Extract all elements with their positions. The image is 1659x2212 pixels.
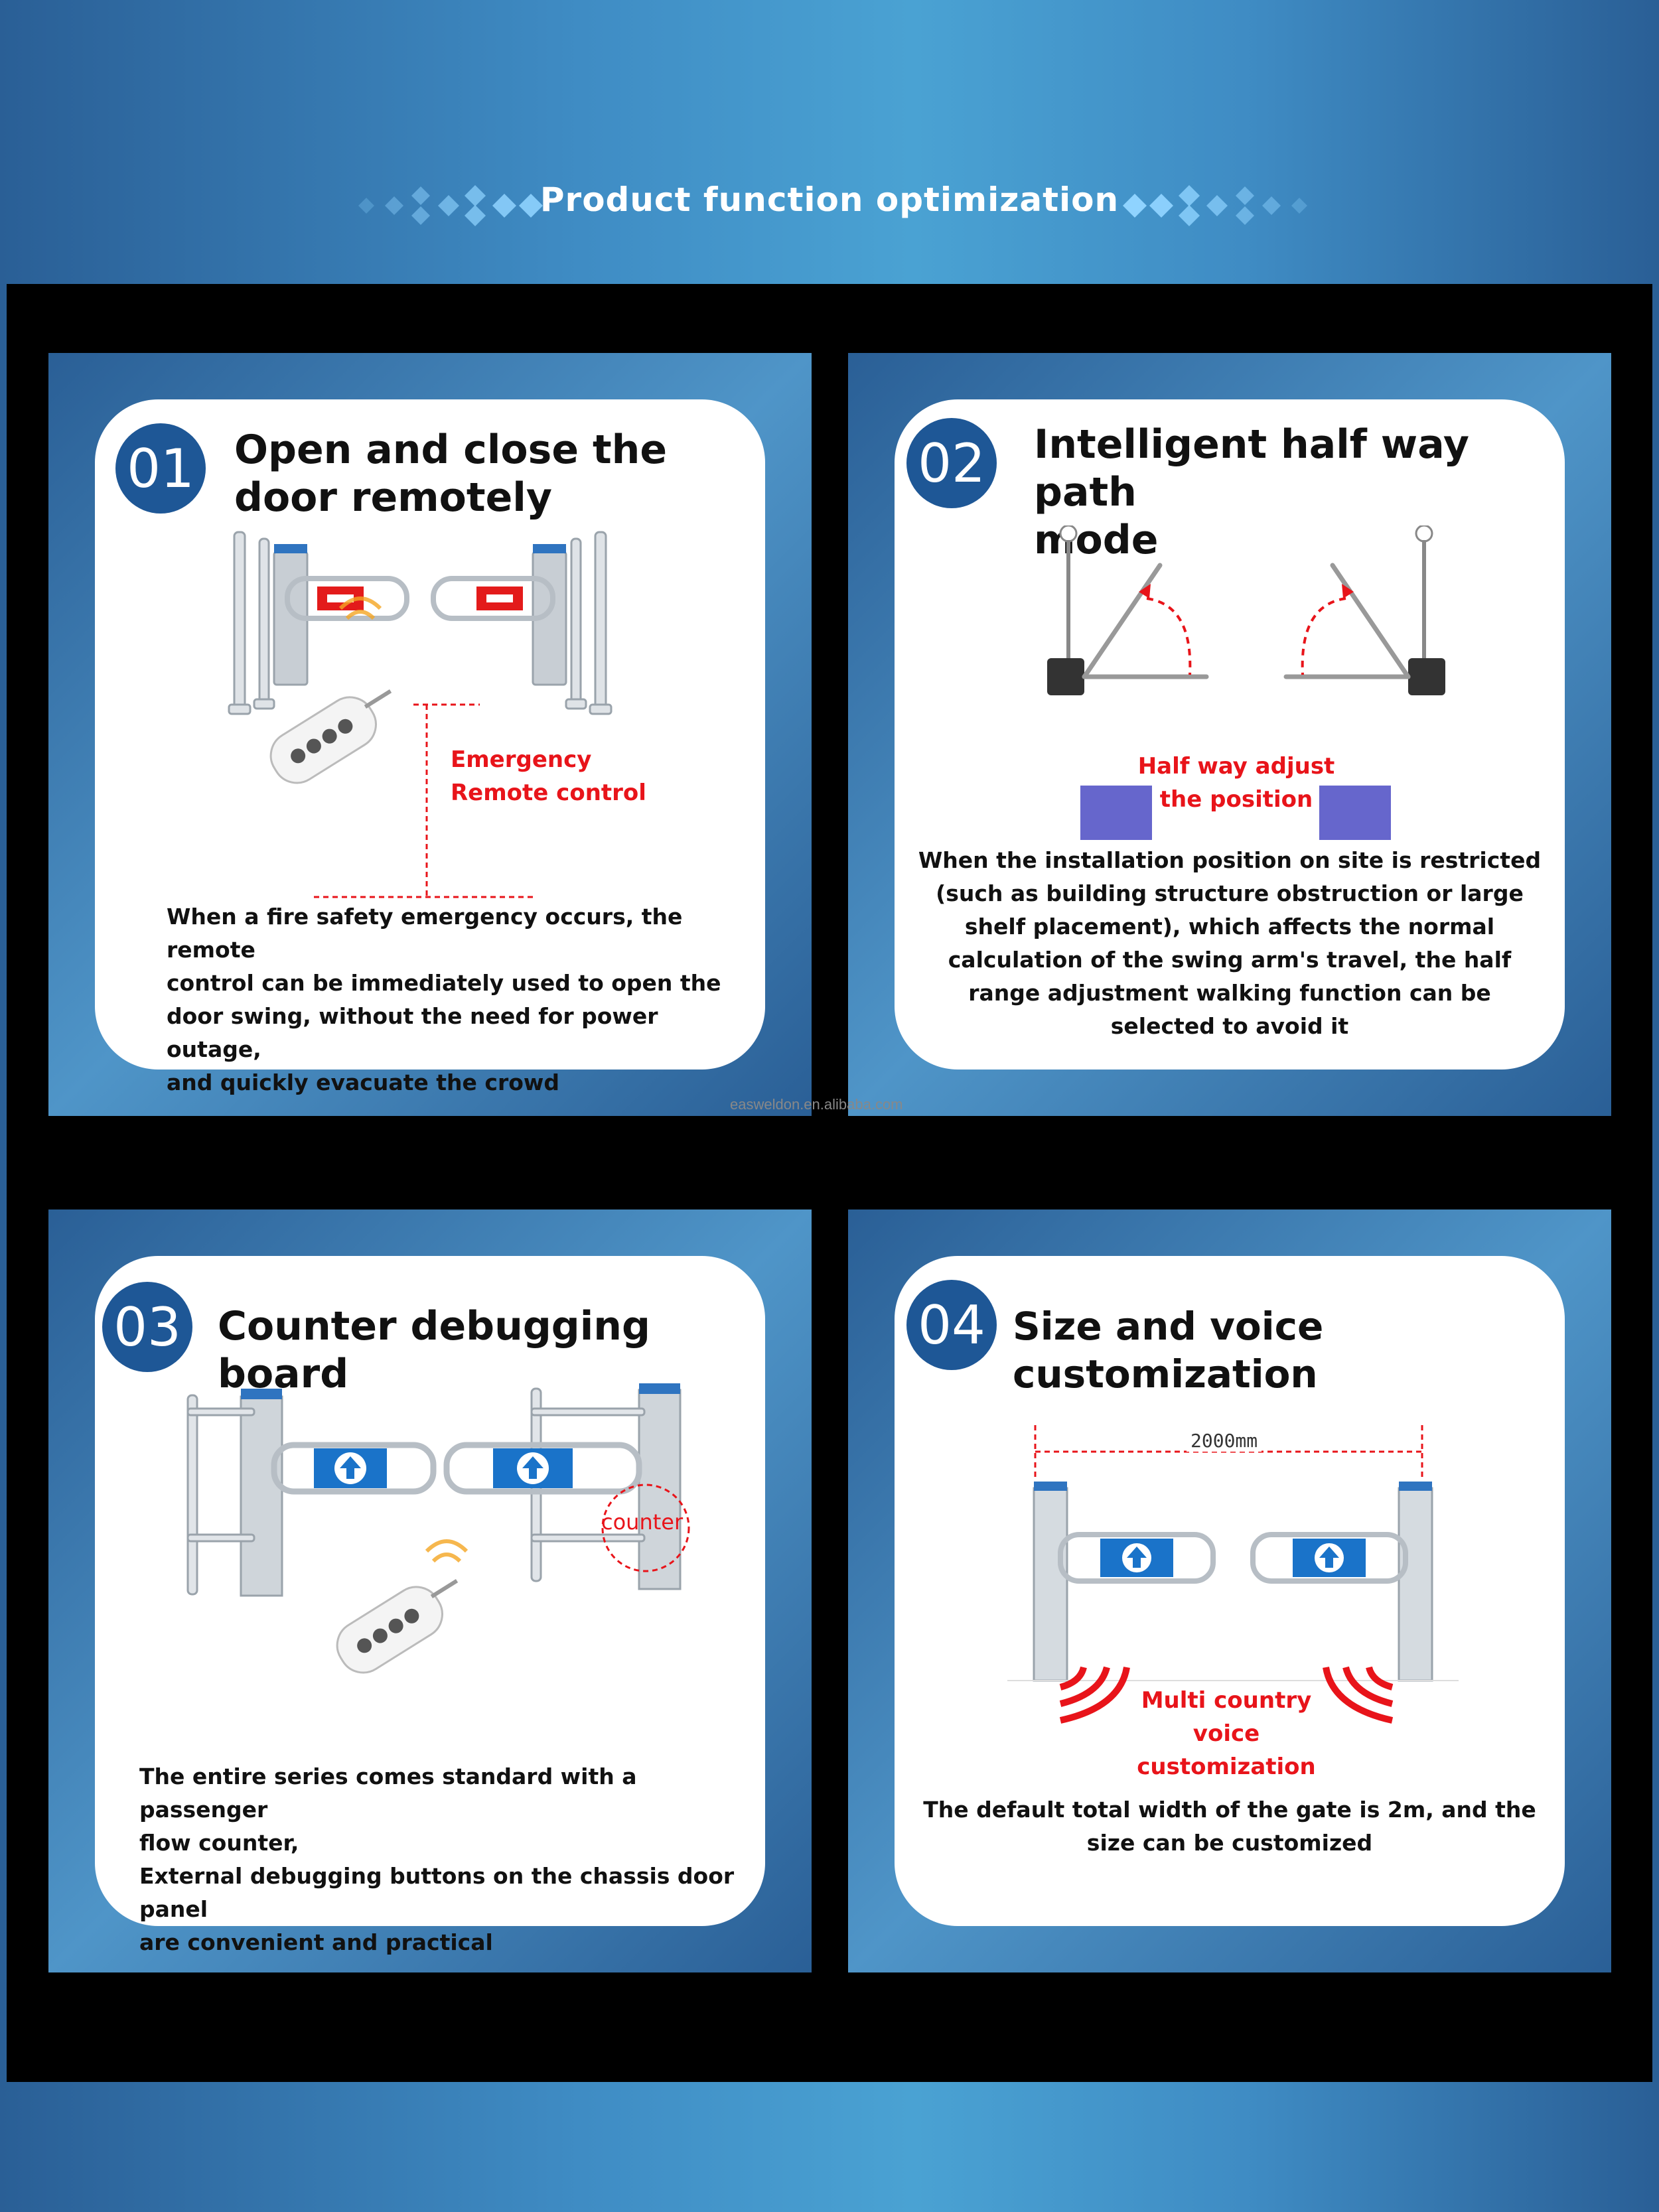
desc-line: The default total width of the gate is 2… [923, 1797, 1536, 1823]
card-panel: 04 Size and voice customization 2000mm [895, 1256, 1565, 1926]
desc-line: When a fire safety emergency occurs, the… [167, 904, 683, 963]
card-title: Size and voice customization [1013, 1302, 1563, 1398]
diamond-pattern-left-icon [358, 185, 543, 226]
card-remote-open: 01 Open and close the door remotely [48, 353, 812, 1116]
desc-line: flow counter, [139, 1830, 299, 1856]
multi-country-voice-label: Multi country voice customization [1114, 1684, 1339, 1783]
desc-line: are convenient and practical [139, 1929, 493, 1955]
card-title-line: Intelligent half way path [1034, 421, 1469, 516]
card-size-voice: 04 Size and voice customization 2000mm [848, 1210, 1611, 1972]
card-description: When the installation position on site i… [908, 844, 1551, 1043]
emergency-remote-label: Emergency Remote control [451, 743, 646, 809]
card-title-line: Size and voice customization [1013, 1304, 1324, 1397]
card-panel: 02 Intelligent half way path mode H [895, 399, 1565, 1070]
desc-line: and quickly evacuate the crowd [167, 1070, 560, 1095]
label-line: Multi country voice [1141, 1687, 1312, 1747]
counter-label: counter [601, 1509, 684, 1535]
sound-wave-right-icon [1323, 1666, 1394, 1724]
desc-line: size can be customized [1086, 1830, 1373, 1856]
card-description: The entire series comes standard with a … [139, 1760, 750, 1959]
desc-line: control can be immediately used to open … [167, 970, 721, 996]
label-line: Emergency [451, 746, 592, 773]
page-header: Product function optimization [0, 0, 1659, 285]
purple-block-left [1080, 786, 1152, 840]
dashed-pointer-line [314, 703, 533, 898]
half-way-adjust-label: Half way adjust the position [1133, 750, 1339, 816]
card-panel: 01 Open and close the door remotely [95, 399, 765, 1095]
card-number: 03 [102, 1282, 192, 1372]
card-title-line: Open and close the [234, 427, 668, 473]
swing-gate-remote-illustration [228, 531, 613, 784]
purple-block-right [1319, 786, 1391, 840]
page-title: Product function optimization [540, 180, 1119, 219]
dimension-label: 2000mm [1187, 1430, 1262, 1452]
label-line: the position [1159, 786, 1313, 813]
desc-line: The entire series comes standard with a … [139, 1763, 637, 1823]
card-description: When a fire safety emergency occurs, the… [167, 900, 757, 1099]
desc-line: External debugging buttons on the chassi… [139, 1863, 735, 1922]
card-title: Counter debugging board [218, 1302, 762, 1398]
card-title: Open and close the door remotely [234, 426, 752, 521]
half-way-arm-diagram [1047, 525, 1445, 695]
card-number: 04 [906, 1280, 997, 1370]
card-title-line: door remotely [234, 474, 552, 521]
card-number: 01 [115, 423, 206, 514]
card-number: 02 [906, 418, 997, 508]
card-panel: 03 Counter debugging board [95, 1256, 765, 1955]
desc-line: (such as building structure obstruction … [936, 880, 1524, 906]
card-description: The default total width of the gate is 2… [908, 1793, 1551, 1860]
card-title-line: Counter debugging board [218, 1303, 650, 1397]
desc-line: door swing, without the need for power o… [167, 1003, 658, 1062]
desc-line: range adjustment walking function can be [968, 980, 1491, 1006]
desc-line: shelf placement), which affects the norm… [964, 914, 1495, 939]
card-half-way-mode: 02 Intelligent half way path mode H [848, 353, 1611, 1116]
label-line: customization [1137, 1754, 1316, 1780]
card-title: Intelligent half way path mode [1034, 421, 1558, 564]
desc-line: When the installation position on site i… [918, 847, 1542, 873]
card-title-line: mode [1034, 517, 1159, 563]
sound-wave-left-icon [1059, 1666, 1130, 1724]
swing-gate-counter-illustration [186, 1383, 690, 1674]
label-line: Remote control [451, 780, 646, 806]
label-line: Half way adjust [1137, 753, 1335, 780]
desc-line: calculation of the swing arm's travel, t… [948, 947, 1512, 973]
watermark: easweldon.en.alibaba.com [730, 1096, 903, 1113]
desc-line: selected to avoid it [1110, 1013, 1349, 1039]
swing-gate-size-illustration [1007, 1482, 1459, 1682]
diamond-pattern-right-icon [1123, 185, 1307, 226]
card-counter-board: 03 Counter debugging board [48, 1210, 812, 1972]
